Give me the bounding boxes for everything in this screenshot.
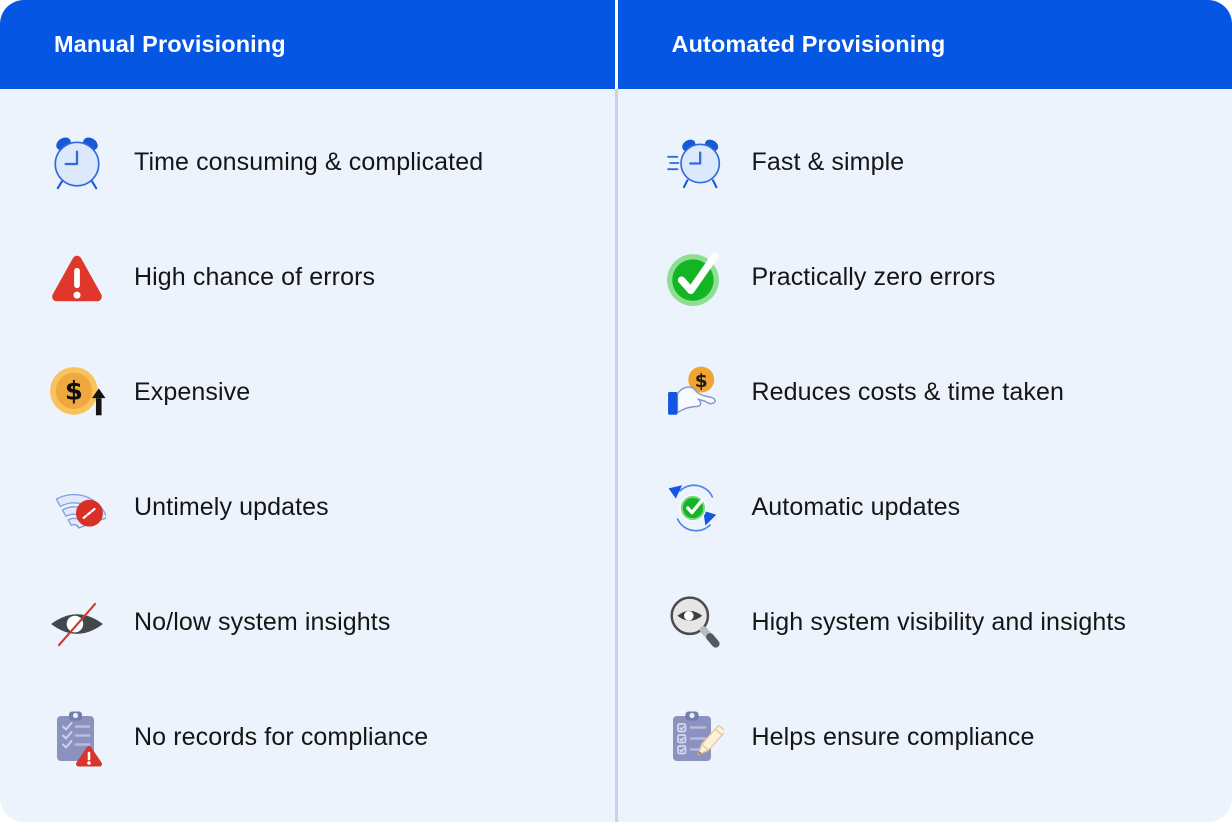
row-reduces-costs: $ Reduces costs & time taken xyxy=(618,335,1232,450)
no-visibility-eye-slash-icon xyxy=(48,594,106,652)
row-label: Reduces costs & time taken xyxy=(751,378,1064,406)
svg-text:$: $ xyxy=(65,376,83,406)
row-label: Fast & simple xyxy=(751,148,905,176)
automated-provisioning-rows: Fast & simple Practically zero errors xyxy=(618,89,1232,822)
fast-alarm-clock-icon xyxy=(666,134,724,192)
row-zero-errors: Practically zero errors xyxy=(618,220,1232,335)
manual-provisioning-title: Manual Provisioning xyxy=(54,31,286,57)
alarm-clock-icon xyxy=(48,134,106,192)
row-label: Helps ensure compliance xyxy=(751,723,1035,751)
automatic-updates-sync-check-icon xyxy=(666,479,724,537)
row-no-insights: No/low system insights xyxy=(0,565,615,680)
automated-provisioning-title: Automated Provisioning xyxy=(671,31,946,57)
row-label: Expensive xyxy=(134,378,251,406)
row-label: Automatic updates xyxy=(751,493,961,521)
manual-provisioning-column: Manual Provisioning Time consuming & com… xyxy=(0,0,615,822)
error-warning-triangle-icon xyxy=(48,249,106,307)
expensive-coin-arrow-icon: $ xyxy=(48,364,106,422)
automated-provisioning-header: Automated Provisioning xyxy=(617,0,1232,89)
column-divider xyxy=(614,0,618,822)
row-label: High system visibility and insights xyxy=(751,608,1126,636)
manual-provisioning-rows: Time consuming & complicated High chance… xyxy=(0,89,615,822)
automated-provisioning-column: Automated Provisioning xyxy=(617,0,1232,822)
row-label: High chance of errors xyxy=(134,263,376,291)
row-expensive: $ Expensive xyxy=(0,335,615,450)
no-compliance-clipboard-warning-icon xyxy=(48,709,106,767)
zero-errors-check-circle-icon xyxy=(666,249,724,307)
row-high-visibility: High system visibility and insights xyxy=(618,565,1232,680)
visibility-magnifier-eye-icon xyxy=(666,594,724,652)
no-updates-wifi-blocked-icon xyxy=(48,479,106,537)
row-untimely-updates: Untimely updates xyxy=(0,450,615,565)
row-label: Untimely updates xyxy=(134,493,329,521)
row-label: No records for compliance xyxy=(134,723,429,751)
row-label: Time consuming & complicated xyxy=(134,148,484,176)
row-label: Practically zero errors xyxy=(751,263,996,291)
row-high-errors: High chance of errors xyxy=(0,220,615,335)
row-fast-simple: Fast & simple xyxy=(618,105,1232,220)
svg-text:$: $ xyxy=(694,370,707,391)
row-time-consuming: Time consuming & complicated xyxy=(0,105,615,220)
manual-provisioning-header: Manual Provisioning xyxy=(0,0,615,89)
cost-reduction-hand-coin-icon: $ xyxy=(666,364,724,422)
row-ensure-compliance: Helps ensure compliance xyxy=(618,680,1232,795)
row-automatic-updates: Automatic updates xyxy=(618,450,1232,565)
row-label: No/low system insights xyxy=(134,608,391,636)
compliance-clipboard-pencil-icon xyxy=(666,709,724,767)
row-no-compliance: No records for compliance xyxy=(0,680,615,795)
